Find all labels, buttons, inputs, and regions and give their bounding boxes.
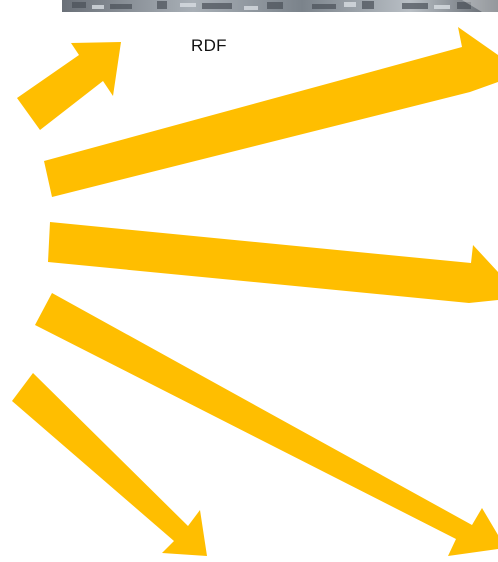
arrow-up-right-short [17, 42, 121, 130]
arrow-down-right-short [12, 373, 207, 556]
arrow-right-level [48, 222, 498, 303]
rdf-label: RDF [191, 36, 227, 55]
arrow-right-upward [44, 27, 498, 197]
arrow-right-downward [35, 293, 498, 556]
photo-strip [62, 0, 498, 12]
